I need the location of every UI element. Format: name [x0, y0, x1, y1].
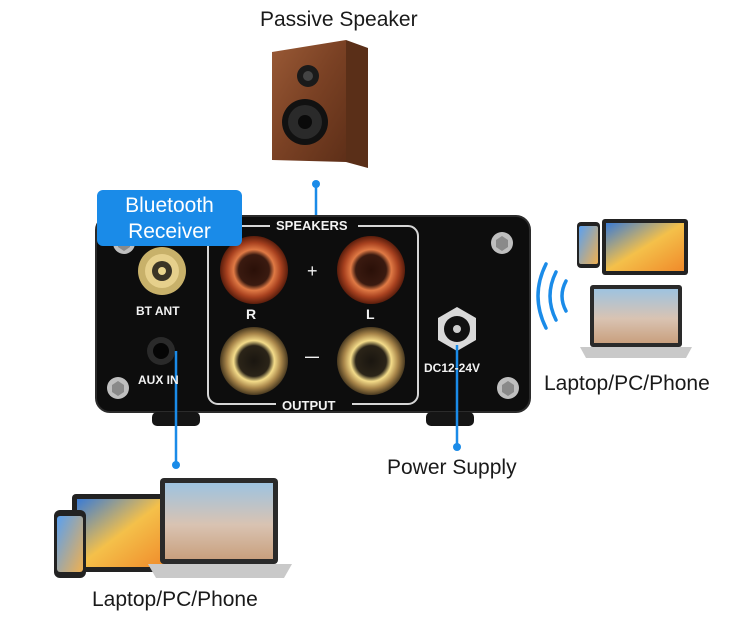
dc-power-jack[interactable]: [438, 307, 476, 351]
laptop-icon: [148, 478, 292, 578]
phone-icon: [54, 510, 86, 578]
bottom-devices-group: [54, 478, 292, 578]
aux-in-label: AUX IN: [138, 373, 179, 387]
laptop-icon: [580, 285, 692, 358]
laptop-right-caption: Laptop/PC/Phone: [544, 372, 710, 395]
bluetooth-receiver-line1: Bluetooth: [125, 194, 214, 217]
minus-sign: —: [305, 348, 319, 364]
phone-icon: [577, 222, 600, 268]
speaker-icon: [272, 40, 368, 168]
aux-in-jack[interactable]: [147, 337, 175, 365]
screw-bottom-right: [497, 377, 519, 399]
dc-voltage-label: DC12-24V: [424, 361, 481, 375]
amplifier-panel: [95, 215, 531, 426]
bluetooth-receiver-badge: Bluetooth Receiver: [97, 190, 242, 246]
right-channel-label: R: [246, 306, 257, 322]
aux-connector-line: [172, 351, 180, 469]
bluetooth-waves-icon: [536, 262, 568, 330]
tablet-icon: [72, 494, 172, 572]
bt-ant-label: BT ANT: [136, 304, 180, 318]
left-channel-label: L: [366, 306, 375, 322]
binding-post-l-positive[interactable]: [337, 236, 405, 304]
bluetooth-receiver-line2: Receiver: [128, 220, 211, 243]
bt-antenna-connector[interactable]: [138, 247, 186, 295]
binding-post-r-positive[interactable]: [220, 236, 288, 304]
passive-speaker-caption: Passive Speaker: [260, 8, 418, 31]
right-devices-group: [536, 219, 692, 358]
binding-post-l-negative[interactable]: [337, 327, 405, 395]
output-label: OUTPUT: [282, 398, 336, 413]
power-supply-caption: Power Supply: [387, 456, 517, 479]
binding-post-r-negative[interactable]: [220, 327, 288, 395]
plus-sign: +: [307, 261, 318, 281]
power-connector-line: [453, 345, 461, 451]
speakers-label: SPEAKERS: [276, 218, 348, 233]
laptop-bottom-caption: Laptop/PC/Phone: [92, 588, 258, 611]
screw-top-right: [491, 232, 513, 254]
tablet-icon: [602, 219, 688, 275]
screw-bottom-left: [107, 377, 129, 399]
